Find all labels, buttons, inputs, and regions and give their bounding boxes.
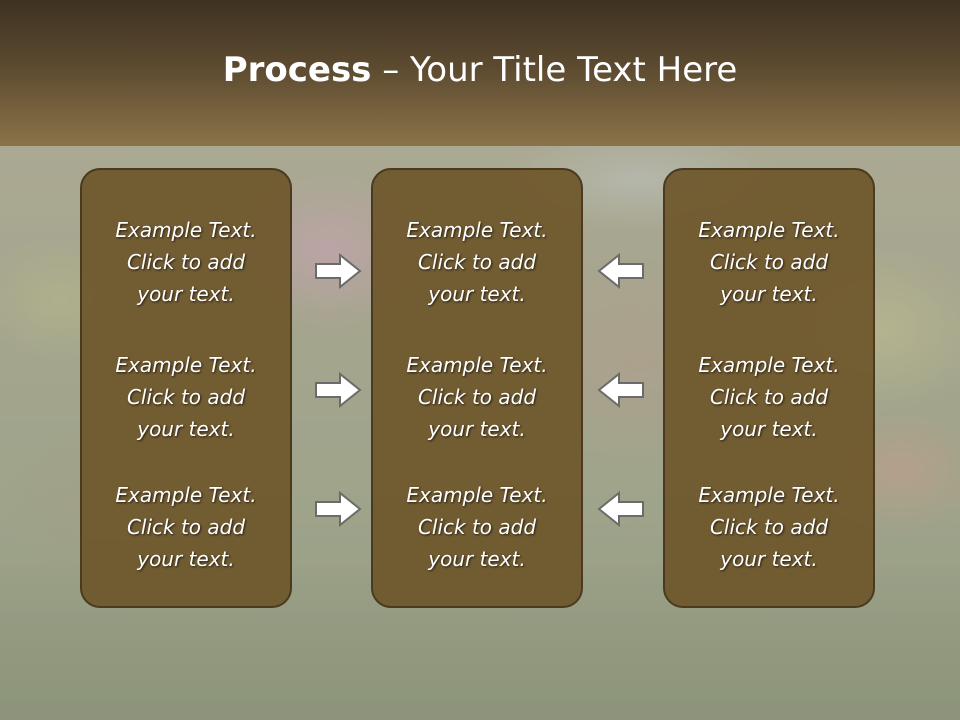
text-line: Click to add [709,385,829,409]
text-placeholder[interactable]: Example Text. Click to add your text. [82,214,290,310]
text-line: Example Text. [406,353,548,377]
arrow-right-icon [314,490,362,528]
arrow-left-icon [597,252,645,290]
title-bold-text: Process [222,50,372,90]
text-line: Click to add [126,515,246,539]
text-placeholder[interactable]: Example Text. Click to add your text. [82,349,290,445]
text-line: Click to add [417,515,537,539]
text-line: Click to add [417,250,537,274]
text-line: Example Text. [115,353,257,377]
text-line: your text. [137,547,235,571]
text-line: Click to add [709,250,829,274]
title-bar: Process – Your Title Text Here [0,0,960,146]
process-box-left[interactable]: Example Text. Click to add your text. Ex… [80,168,292,608]
text-line: Example Text. [698,353,840,377]
text-placeholder[interactable]: Example Text. Click to add your text. [373,214,581,310]
text-placeholder[interactable]: Example Text. Click to add your text. [665,479,873,575]
text-line: Example Text. [406,483,548,507]
text-placeholder[interactable]: Example Text. Click to add your text. [373,479,581,575]
arrow-right-icon [314,371,362,409]
process-box-right[interactable]: Example Text. Click to add your text. Ex… [663,168,875,608]
text-line: your text. [137,417,235,441]
text-line: your text. [720,547,818,571]
process-box-middle[interactable]: Example Text. Click to add your text. Ex… [371,168,583,608]
text-line: your text. [428,547,526,571]
text-line: Example Text. [115,483,257,507]
text-line: Example Text. [406,218,548,242]
text-line: Example Text. [115,218,257,242]
arrow-left-icon [597,371,645,409]
title-rest-text: – Your Title Text Here [371,50,738,90]
text-line: Click to add [126,385,246,409]
text-placeholder[interactable]: Example Text. Click to add your text. [82,479,290,575]
arrow-right-icon [314,252,362,290]
text-line: your text. [720,417,818,441]
text-line: Click to add [417,385,537,409]
text-line: Example Text. [698,218,840,242]
slide-title[interactable]: Process – Your Title Text Here [0,50,960,90]
text-line: Click to add [709,515,829,539]
text-line: Example Text. [698,483,840,507]
text-line: Click to add [126,250,246,274]
text-placeholder[interactable]: Example Text. Click to add your text. [373,349,581,445]
text-line: your text. [428,282,526,306]
text-line: your text. [428,417,526,441]
text-line: your text. [720,282,818,306]
text-placeholder[interactable]: Example Text. Click to add your text. [665,214,873,310]
arrow-left-icon [597,490,645,528]
text-line: your text. [137,282,235,306]
text-placeholder[interactable]: Example Text. Click to add your text. [665,349,873,445]
